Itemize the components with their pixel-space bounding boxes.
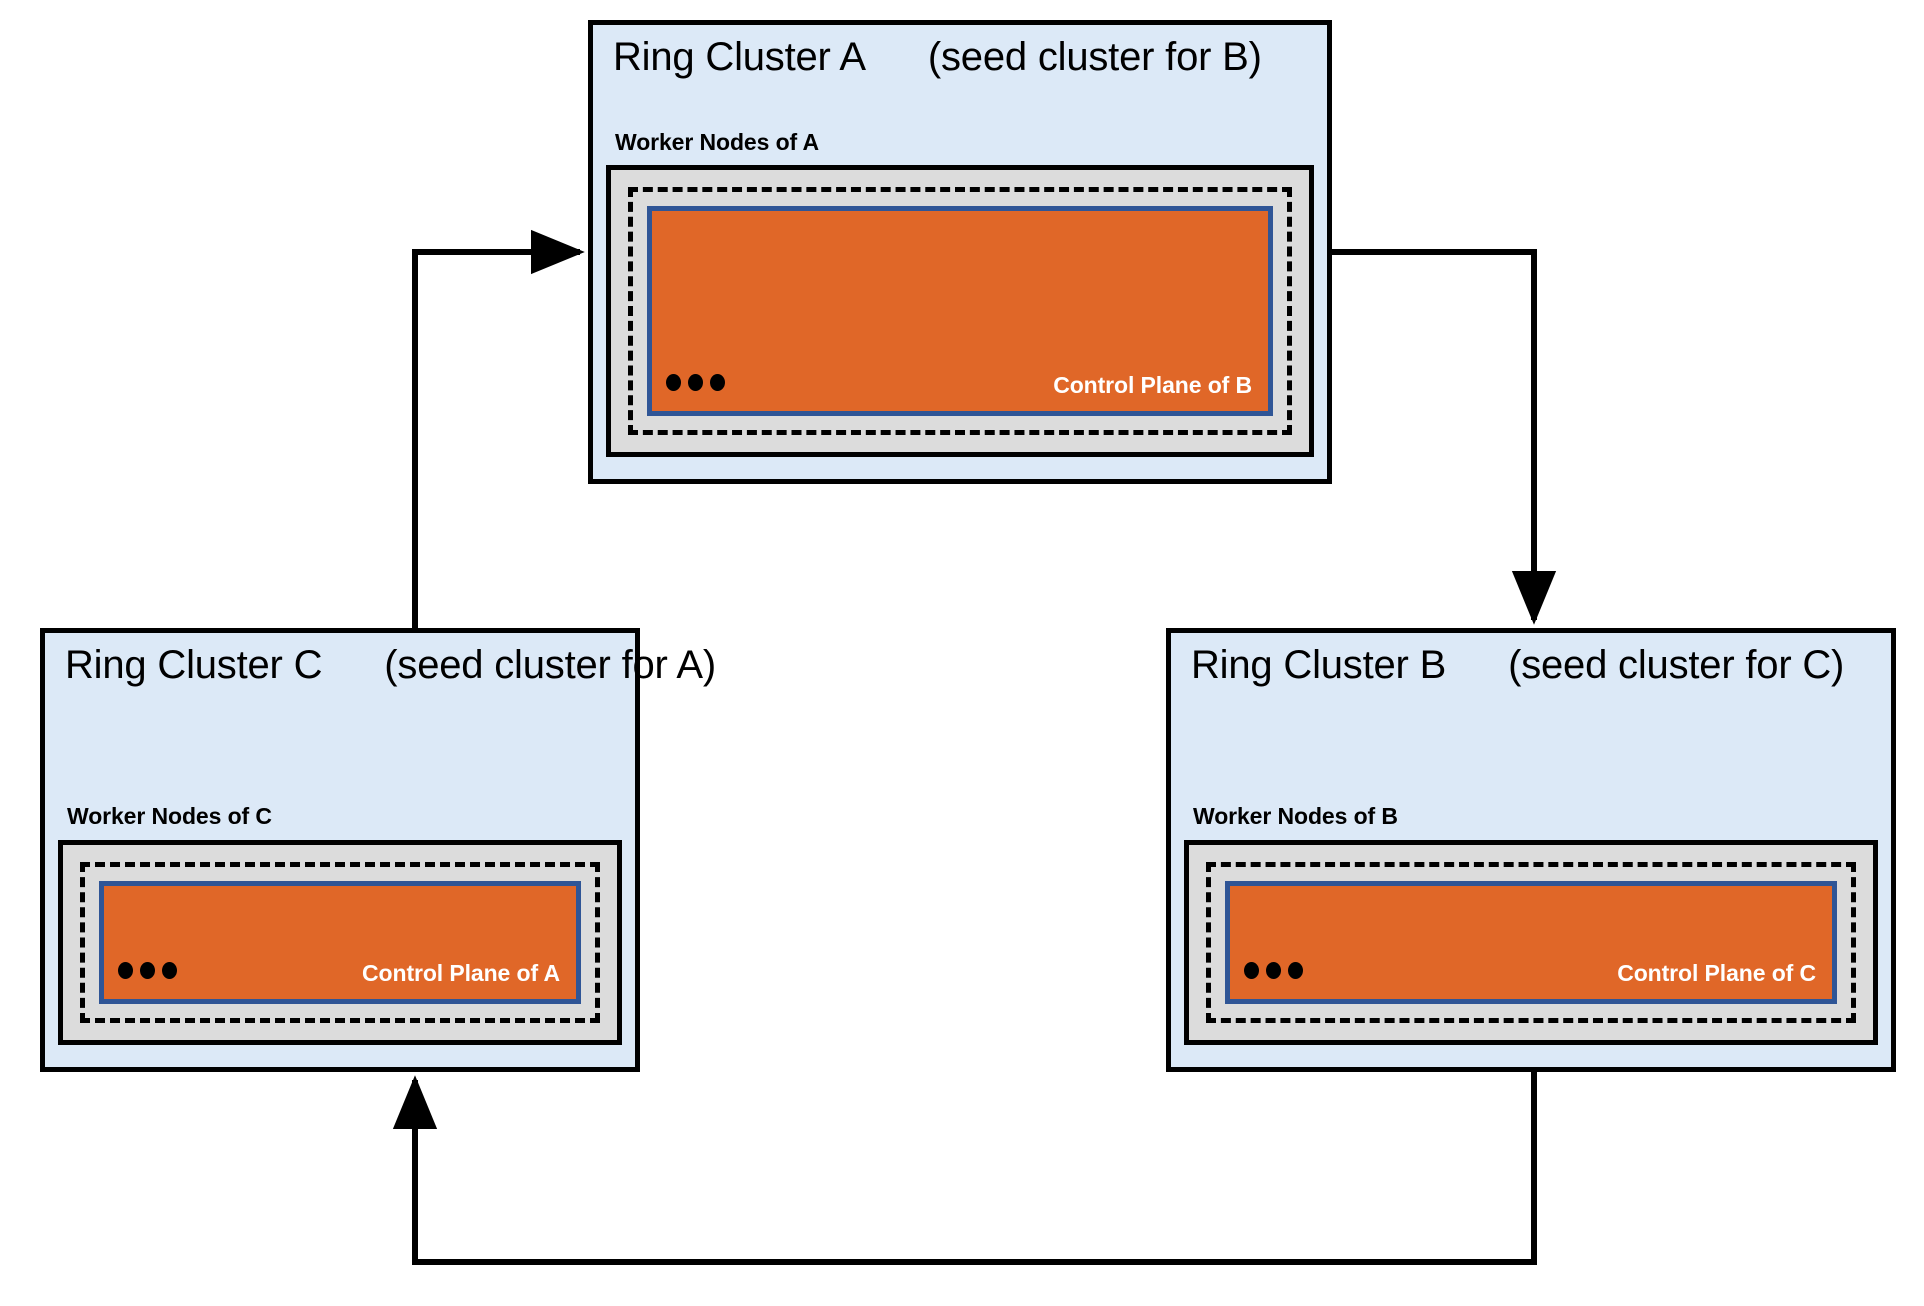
cluster-a-title-row: Ring Cluster A (seed cluster for B)	[613, 35, 1262, 80]
cluster-a-ellipsis-icon	[666, 374, 725, 391]
arrow-a-to-b	[1332, 249, 1557, 625]
cluster-a-control-plane-box[interactable]: Control Plane of B	[647, 206, 1273, 416]
cluster-c-name: Ring Cluster C	[65, 643, 323, 687]
cluster-b-dashed-boundary: Control Plane of C	[1206, 862, 1856, 1023]
cluster-c-title-row: Ring Cluster C (seed cluster for A)	[65, 643, 716, 688]
cluster-b-title-row: Ring Cluster B (seed cluster for C)	[1191, 643, 1844, 688]
arrow-b-to-c	[392, 1072, 1537, 1265]
cluster-c-ellipsis-icon	[118, 962, 177, 979]
cluster-c-control-plane-label: Control Plane of A	[362, 960, 560, 986]
cluster-b-ellipsis-icon	[1244, 962, 1303, 979]
cluster-b-worker-nodes-label: Worker Nodes of B	[1193, 803, 1398, 829]
cluster-b-seed-note: (seed cluster for C)	[1508, 643, 1845, 687]
cluster-c-seed-note: (seed cluster for A)	[384, 643, 716, 687]
ring-cluster-b[interactable]: Ring Cluster B (seed cluster for C) Work…	[1166, 628, 1896, 1072]
cluster-b-worker-box[interactable]: Control Plane of C	[1184, 840, 1878, 1045]
cluster-a-dashed-boundary: Control Plane of B	[628, 187, 1292, 435]
cluster-c-dashed-boundary: Control Plane of A	[80, 862, 600, 1023]
cluster-b-name: Ring Cluster B	[1191, 643, 1447, 687]
ring-cluster-a[interactable]: Ring Cluster A (seed cluster for B) Work…	[588, 20, 1332, 484]
cluster-a-worker-box[interactable]: Control Plane of B	[606, 165, 1314, 457]
cluster-b-control-plane-box[interactable]: Control Plane of C	[1225, 881, 1837, 1004]
cluster-c-worker-box[interactable]: Control Plane of A	[58, 840, 622, 1045]
cluster-a-name: Ring Cluster A	[613, 35, 866, 79]
ring-cluster-c[interactable]: Ring Cluster C (seed cluster for A) Work…	[40, 628, 716, 1072]
cluster-c-worker-nodes-label: Worker Nodes of C	[67, 803, 272, 829]
cluster-a-seed-note: (seed cluster for B)	[927, 35, 1262, 79]
arrow-c-to-a	[412, 229, 585, 628]
cluster-a-control-plane-label: Control Plane of B	[1053, 372, 1252, 398]
cluster-c-control-plane-box[interactable]: Control Plane of A	[99, 881, 581, 1004]
cluster-a-worker-nodes-label: Worker Nodes of A	[615, 129, 820, 155]
cluster-b-control-plane-label: Control Plane of C	[1617, 960, 1816, 986]
